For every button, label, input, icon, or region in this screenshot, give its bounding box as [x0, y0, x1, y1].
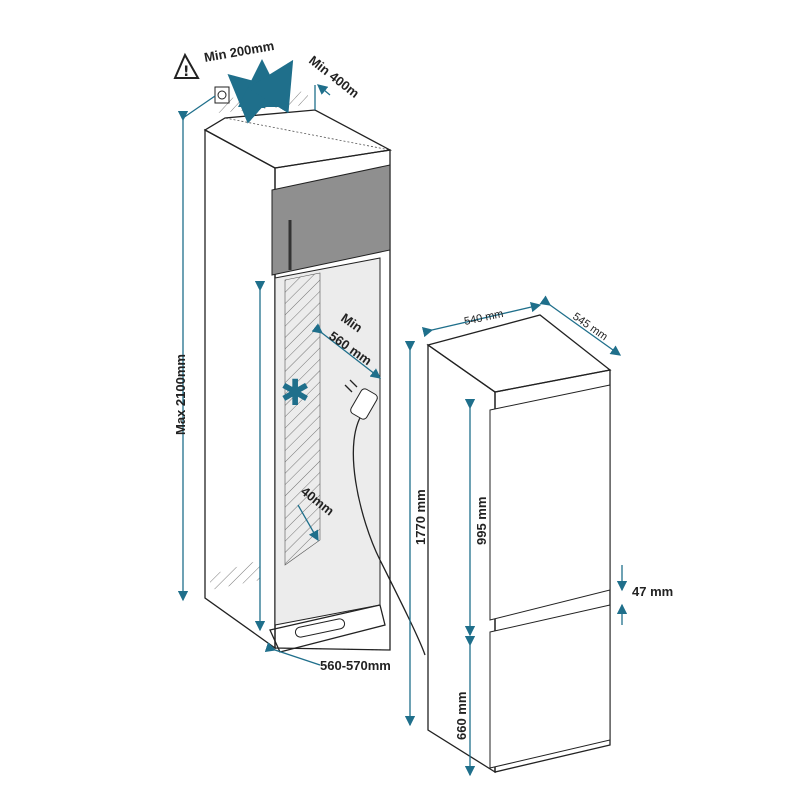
- warning-icon: !: [173, 52, 200, 80]
- vent-grille: [294, 618, 346, 638]
- airflow-arrow-icon: [227, 59, 294, 124]
- plug-icon: [344, 379, 378, 420]
- fridge-height-label: 1770 mm: [413, 489, 428, 545]
- niche-width-label: 560-570mm: [320, 658, 391, 673]
- power-cable: [352, 409, 426, 656]
- fridge-width-label: 540 mm: [463, 308, 504, 328]
- lower-door: [489, 604, 611, 769]
- svg-text:!: !: [183, 64, 189, 80]
- lower-door-label: 660 mm: [454, 692, 469, 740]
- upper-door-label: 995 mm: [474, 497, 489, 545]
- top-clearance-label: Min 200mm: [203, 38, 275, 65]
- cabinet: ✱: [203, 91, 426, 656]
- upper-cabinet-door: [271, 164, 391, 276]
- fridge-dimensions: [404, 295, 628, 777]
- cabinet-dimensions: [177, 84, 382, 666]
- fridge-depth-label: 545 mm: [570, 311, 609, 344]
- socket-icon: [214, 86, 230, 104]
- door-gap-label: 47 mm: [632, 584, 673, 599]
- snowflake-icon: ✱: [280, 373, 310, 414]
- max-height-label: Max 2100mm: [173, 354, 188, 435]
- upper-door: [489, 384, 611, 621]
- fridge: [426, 314, 612, 774]
